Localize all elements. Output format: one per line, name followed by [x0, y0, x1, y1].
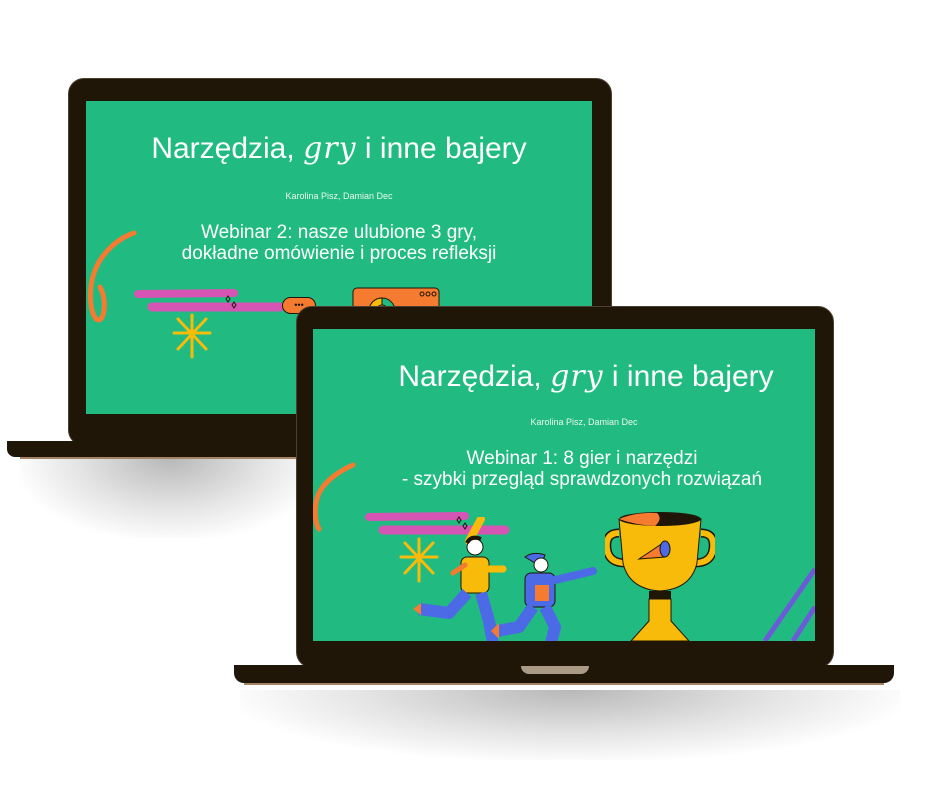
- subtitle-line-2: dokładne omówienie i proces refleksji: [181, 242, 497, 264]
- orange-squiggle-icon: [313, 462, 356, 532]
- back-laptop-base: [7, 441, 297, 457]
- title-text-2: i inne bajery: [611, 360, 774, 393]
- subtitle-line-1: Webinar 1: 8 gier i narzędzi: [466, 448, 698, 469]
- title-highlight: gry: [303, 131, 357, 166]
- slide-authors: Karolina Pisz, Damian Dec: [530, 417, 638, 427]
- running-woman-illustration: [491, 552, 597, 641]
- front-laptop-base: [234, 665, 894, 683]
- pink-brush-icon: [134, 289, 284, 312]
- yellow-star-icon: [172, 313, 212, 359]
- back-laptop-base-trim: [20, 457, 297, 459]
- title-highlight: gry: [550, 359, 604, 394]
- front-laptop-shadow: [240, 690, 900, 760]
- orange-squiggle-icon: [87, 230, 137, 323]
- slide-title: Narzędzia, gry i inne bajery: [86, 131, 592, 166]
- front-laptop-base-trim: [244, 683, 884, 685]
- slide-subtitle: Webinar 2: nasze ulubione 3 gry, dokładn…: [86, 222, 592, 265]
- purple-stripes-icon: [763, 567, 815, 641]
- front-laptop-screen: Narzędzia, gry i inne bajery Karolina Pi…: [313, 329, 815, 641]
- slide-authors: Karolina Pisz, Damian Dec: [285, 191, 393, 201]
- pink-brush-icon: [365, 512, 510, 535]
- title-text-1: Narzędzia,: [151, 132, 295, 165]
- subtitle-line-2: - szybki przegląd sprawdzonych rozwiązań: [401, 468, 763, 490]
- slide-subtitle: Webinar 1: 8 gier i narzędzi - szybki pr…: [331, 448, 815, 491]
- trackpad-notch: [521, 666, 589, 674]
- back-laptop-shadow: [20, 458, 320, 538]
- title-text-1: Narzędzia,: [398, 360, 542, 393]
- slide-title: Narzędzia, gry i inne bajery: [335, 359, 815, 394]
- yellow-star-icon: [399, 537, 439, 583]
- trophy-illustration: [605, 512, 715, 641]
- subtitle-line-1: Webinar 2: nasze ulubione 3 gry,: [200, 222, 478, 243]
- running-man-illustration: [413, 517, 507, 641]
- title-text-2: i inne bajery: [364, 132, 527, 165]
